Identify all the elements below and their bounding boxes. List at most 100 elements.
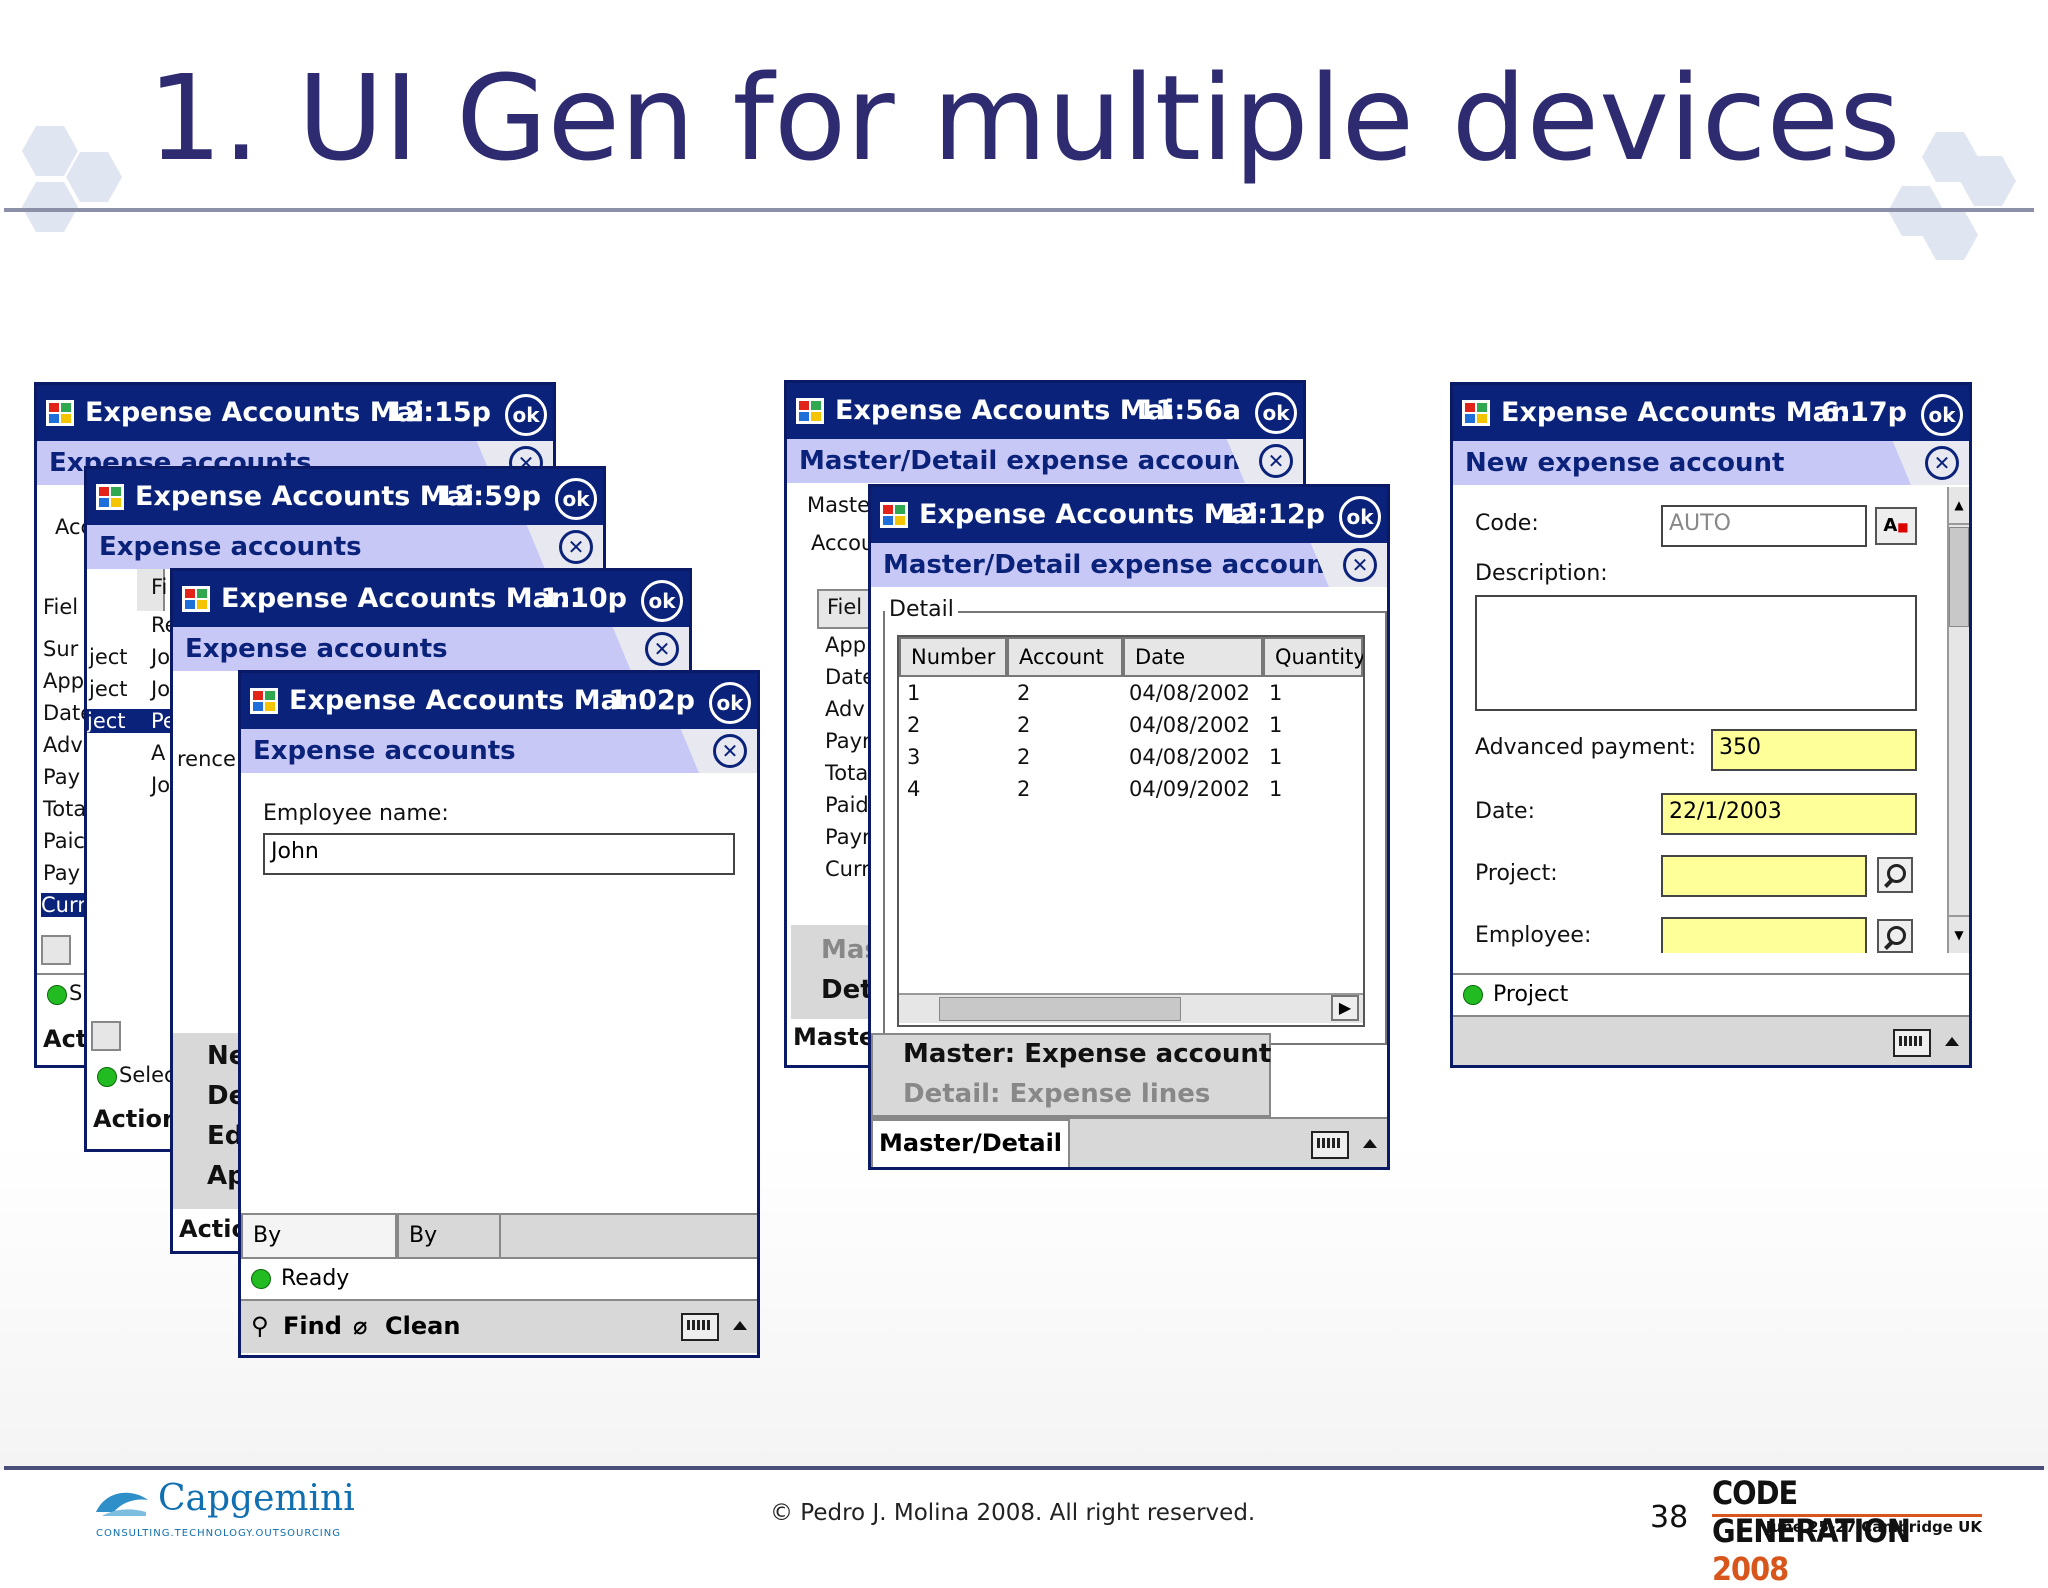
menu-peek[interactable]: Act bbox=[43, 1025, 88, 1053]
code-generation-logo: CODE GENERATION 2008 June 25-27 Cambridg… bbox=[1712, 1474, 1982, 1588]
peek-label: A bbox=[151, 741, 166, 765]
popup-menu-peek bbox=[173, 1033, 243, 1209]
employee-name-input[interactable]: John bbox=[263, 833, 735, 875]
master-detail-menu[interactable]: Master/Detail bbox=[871, 1119, 1071, 1167]
peek-label: Sur bbox=[43, 637, 79, 661]
tab-by-date[interactable]: By date bbox=[397, 1213, 501, 1290]
project-lookup-icon[interactable] bbox=[1877, 857, 1913, 893]
advanced-payment-input[interactable]: 350 bbox=[1711, 729, 1917, 771]
close-icon[interactable]: ✕ bbox=[1259, 444, 1293, 478]
code-generate-button[interactable]: A■ bbox=[1875, 507, 1917, 545]
peek-label: Fiel bbox=[43, 595, 79, 619]
peek-label: Adv bbox=[43, 733, 83, 757]
title-bar: Expense Accounts Mai 12:12p ok bbox=[871, 487, 1387, 543]
windows-flag-icon bbox=[182, 586, 210, 612]
scroll-left-arrow[interactable] bbox=[91, 1021, 121, 1051]
column-header-account[interactable]: Account bbox=[1007, 637, 1123, 677]
peek-label: Maste bbox=[807, 493, 871, 517]
project-input[interactable] bbox=[1661, 855, 1867, 897]
popup-menu-peek bbox=[791, 925, 881, 1019]
peek-label: Paic bbox=[43, 829, 85, 853]
description-textarea[interactable] bbox=[1475, 595, 1917, 711]
menu-item-peek[interactable]: Det bbox=[821, 975, 873, 1005]
column-header-date[interactable]: Date bbox=[1123, 637, 1263, 677]
tab-by-employee[interactable]: By employee bbox=[241, 1213, 397, 1290]
peek-label: Curr bbox=[825, 857, 870, 881]
menu-item-peek[interactable]: Ed bbox=[207, 1121, 244, 1151]
scrollbar-thumb[interactable] bbox=[939, 997, 1181, 1021]
ok-button[interactable]: ok bbox=[1921, 394, 1963, 436]
ok-button[interactable]: ok bbox=[555, 478, 597, 520]
windows-flag-icon bbox=[250, 688, 278, 714]
window-title: Expense Accounts Man. bbox=[1501, 397, 1861, 428]
date-input[interactable]: 22/1/2003 bbox=[1661, 793, 1917, 835]
close-icon[interactable]: ✕ bbox=[1925, 446, 1959, 480]
sip-arrow-icon[interactable] bbox=[1363, 1139, 1377, 1148]
ok-button[interactable]: ok bbox=[709, 682, 751, 724]
vertical-scrollbar[interactable]: ▲ ▼ bbox=[1947, 487, 1969, 953]
popup-item-master[interactable]: Master: Expense account bbox=[903, 1039, 1272, 1069]
find-menu[interactable]: Find bbox=[283, 1312, 342, 1340]
clean-menu[interactable]: Clean bbox=[385, 1312, 461, 1340]
eraser-icon: ⌀ bbox=[353, 1312, 368, 1340]
peek-label: Tota bbox=[825, 761, 869, 785]
ok-button[interactable]: ok bbox=[1255, 392, 1297, 434]
windows-flag-icon bbox=[796, 398, 824, 424]
event-name-text: CODE GENERATION bbox=[1712, 1474, 1911, 1550]
close-icon[interactable]: ✕ bbox=[1343, 548, 1377, 582]
peek-label: Jo bbox=[151, 773, 171, 797]
clock: 12:15p bbox=[385, 397, 491, 428]
keyboard-icon[interactable] bbox=[681, 1313, 719, 1341]
sip-arrow-icon[interactable] bbox=[733, 1321, 747, 1330]
description-label: Description: bbox=[1475, 561, 1608, 586]
selected-row-label[interactable]: Curr bbox=[41, 893, 86, 917]
logo-underline bbox=[1712, 1514, 1982, 1517]
sip-arrow-icon[interactable] bbox=[1945, 1037, 1959, 1046]
clock: 11:56a bbox=[1136, 395, 1241, 426]
status-text: Ready bbox=[281, 1266, 350, 1291]
menu-peek[interactable]: Maste bbox=[793, 1023, 876, 1051]
detail-grid[interactable]: Number Account Date Quantity 1 2 04/08/2… bbox=[897, 635, 1365, 1027]
employee-lookup-icon[interactable] bbox=[1877, 919, 1913, 953]
window-title: Expense Accounts Mai bbox=[135, 481, 475, 512]
menu-peek[interactable]: Actio bbox=[179, 1215, 248, 1243]
close-icon[interactable]: ✕ bbox=[713, 734, 747, 768]
divider bbox=[37, 973, 97, 975]
column-header-quantity[interactable]: Quantity bbox=[1263, 637, 1363, 677]
popup-item-detail[interactable]: Detail: Expense lines bbox=[903, 1079, 1211, 1109]
menu-bar bbox=[1453, 1015, 1969, 1065]
ok-button[interactable]: ok bbox=[1339, 496, 1381, 538]
red-mark-icon: ■ bbox=[1897, 520, 1909, 534]
code-input[interactable]: AUTO bbox=[1661, 505, 1867, 547]
code-label: Code: bbox=[1475, 511, 1539, 536]
window-title: Expense Accounts Man. bbox=[289, 685, 649, 716]
logo-tagline: CONSULTING.TECHNOLOGY.OUTSOURCING bbox=[96, 1528, 341, 1539]
status-dot bbox=[1463, 985, 1483, 1005]
menu-peek[interactable]: Action bbox=[93, 1105, 180, 1133]
keyboard-icon[interactable] bbox=[1893, 1029, 1931, 1057]
selected-row-label[interactable]: ject bbox=[87, 709, 171, 733]
scroll-right-arrow[interactable]: ▶ bbox=[1331, 995, 1359, 1021]
page-number: 38 bbox=[1650, 1500, 1689, 1535]
scroll-up-arrow[interactable]: ▲ bbox=[1949, 487, 1969, 525]
peek-label: ject bbox=[89, 645, 128, 669]
scroll-down-arrow[interactable]: ▼ bbox=[1949, 915, 1969, 953]
close-icon[interactable]: ✕ bbox=[559, 530, 593, 564]
title-underline bbox=[4, 208, 2034, 212]
ok-button[interactable]: ok bbox=[641, 580, 683, 622]
employee-name-label: Employee name: bbox=[263, 801, 449, 826]
event-year: 2008 bbox=[1712, 1550, 1789, 1588]
keyboard-icon[interactable] bbox=[1311, 1131, 1349, 1159]
column-header-number[interactable]: Number bbox=[899, 637, 1007, 677]
grid-cell: 1 bbox=[1269, 745, 1283, 769]
grid-cell: 4 bbox=[907, 777, 921, 801]
close-icon[interactable]: ✕ bbox=[645, 632, 679, 666]
footer-rule bbox=[4, 1466, 2044, 1470]
title-bar: Expense Accounts Mai 11:56a ok bbox=[787, 383, 1303, 439]
windows-flag-icon bbox=[1462, 400, 1490, 426]
employee-input[interactable] bbox=[1661, 917, 1867, 953]
scrollbar-thumb[interactable] bbox=[1949, 527, 1969, 627]
ok-button[interactable]: ok bbox=[505, 394, 547, 436]
scroll-left-arrow[interactable] bbox=[41, 935, 71, 965]
project-label: Project: bbox=[1475, 861, 1558, 886]
